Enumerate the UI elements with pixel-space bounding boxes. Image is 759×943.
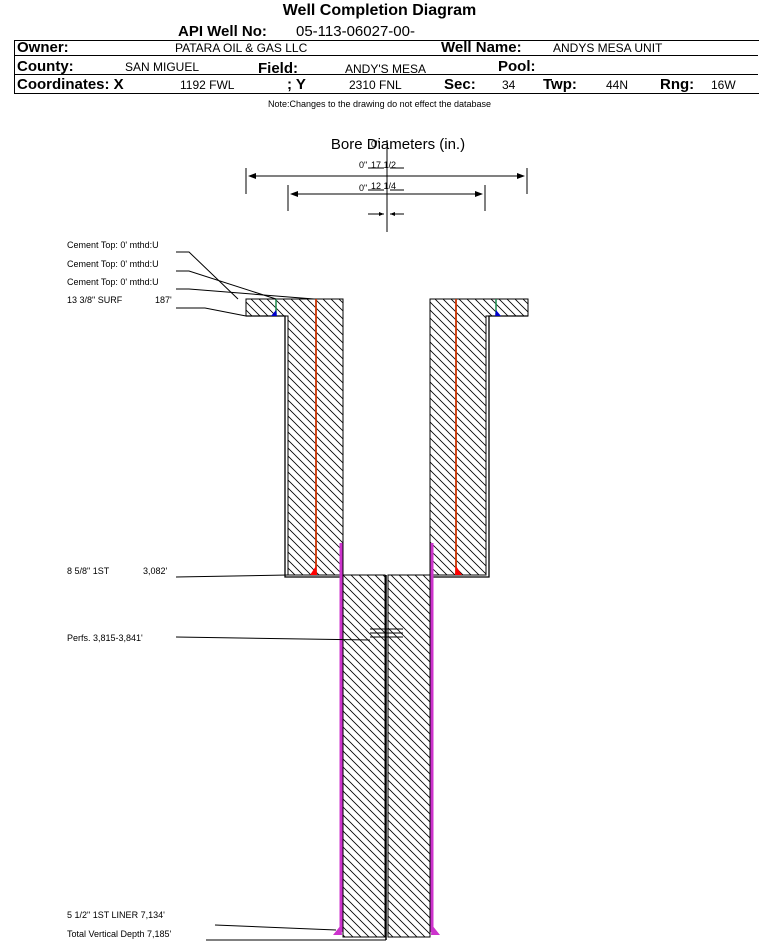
coord-y-value: 2310 FNL — [349, 78, 402, 92]
perfs-leader — [175, 636, 371, 641]
rng-label: Rng: — [660, 76, 695, 93]
cement-top-leader-1 — [176, 251, 239, 300]
right-cement-upper — [429, 298, 529, 576]
twp-label: Twp: — [543, 76, 577, 93]
sec-label: Sec: — [444, 76, 476, 93]
bore-size-12: 12 1/4 — [371, 181, 396, 191]
surface-shoe-right — [495, 310, 501, 316]
database-note: Note:Changes to the drawing do not effec… — [268, 99, 491, 109]
surface-casing-label: 13 3/8" SURF — [67, 295, 123, 305]
surface-casing-depth: 187' — [155, 295, 172, 305]
header-row-owner — [15, 40, 758, 56]
cement-top-label-2: Cement Top: 0' mthd:U — [67, 259, 159, 269]
bore-overlap-text: 0" — [371, 139, 379, 149]
intermediate-casing-depth: 3,082' — [143, 566, 168, 576]
header-box — [14, 40, 759, 94]
county-label: County: — [17, 58, 74, 75]
bore-small-arrows — [379, 212, 395, 216]
api-value: 05-113-06027-00- — [296, 23, 415, 40]
surface-casing-right — [433, 315, 528, 578]
twp-value: 44N — [606, 78, 629, 92]
owner-value: PATARA OIL & GAS LLC — [175, 41, 308, 55]
cement-top-label-1: Cement Top: 0' mthd:U — [67, 240, 159, 250]
county-value: SAN MIGUEL — [125, 60, 200, 74]
coordinates-label: Coordinates: X — [17, 76, 124, 93]
liner-label: 5 1/2" 1ST LINER 7,134' — [67, 910, 165, 920]
left-cement-upper — [245, 298, 344, 576]
intermediate-casing-label: 8 5/8" 1ST — [67, 566, 110, 576]
api-label: API Well No: — [178, 23, 267, 40]
perforation-marks — [370, 628, 403, 638]
owner-label: Owner: — [17, 39, 69, 56]
perfs-label: Perfs. 3,815-3,841' — [67, 633, 143, 643]
rng-value: 16W — [711, 78, 736, 92]
cement-top-leader-2 — [176, 270, 277, 300]
surface-shoe-left — [271, 310, 277, 316]
intermediate-shoe-right — [455, 566, 462, 575]
liner-shoe-left — [333, 925, 342, 935]
surface-casing-leader — [176, 307, 247, 317]
bore-size-17: 17 1/2 — [371, 160, 396, 170]
tvd-label: Total Vertical Depth 7,185' — [67, 929, 172, 939]
liner-shoe-right — [431, 925, 440, 935]
bore-zero-12: 0" — [359, 183, 367, 193]
left-cement-lower — [342, 574, 386, 938]
liner-leader — [214, 924, 337, 931]
coord-y-label: ; Y — [287, 76, 306, 93]
well-name-label: Well Name: — [441, 39, 522, 56]
field-value: ANDY'S MESA — [345, 62, 426, 76]
surface-casing-left — [246, 315, 341, 578]
header-row-county — [15, 58, 758, 75]
right-cement-lower — [387, 574, 431, 938]
diagram-title: Well Completion Diagram — [282, 2, 477, 19]
well-name-value: ANDYS MESA UNIT — [553, 41, 663, 55]
bore-diameters-title: Bore Diameters (in.) — [331, 136, 465, 153]
sec-value: 34 — [502, 78, 516, 92]
intermediate-casing-leader — [175, 574, 289, 578]
bore-zero-17: 0" — [359, 160, 367, 170]
field-label: Field: — [258, 60, 298, 77]
cement-top-label-3: Cement Top: 0' mthd:U — [67, 277, 159, 287]
cement-top-leader-3 — [176, 288, 315, 300]
pool-label: Pool: — [498, 58, 536, 75]
intermediate-shoe-left — [310, 566, 317, 575]
coord-x-value: 1192 FWL — [180, 78, 235, 92]
